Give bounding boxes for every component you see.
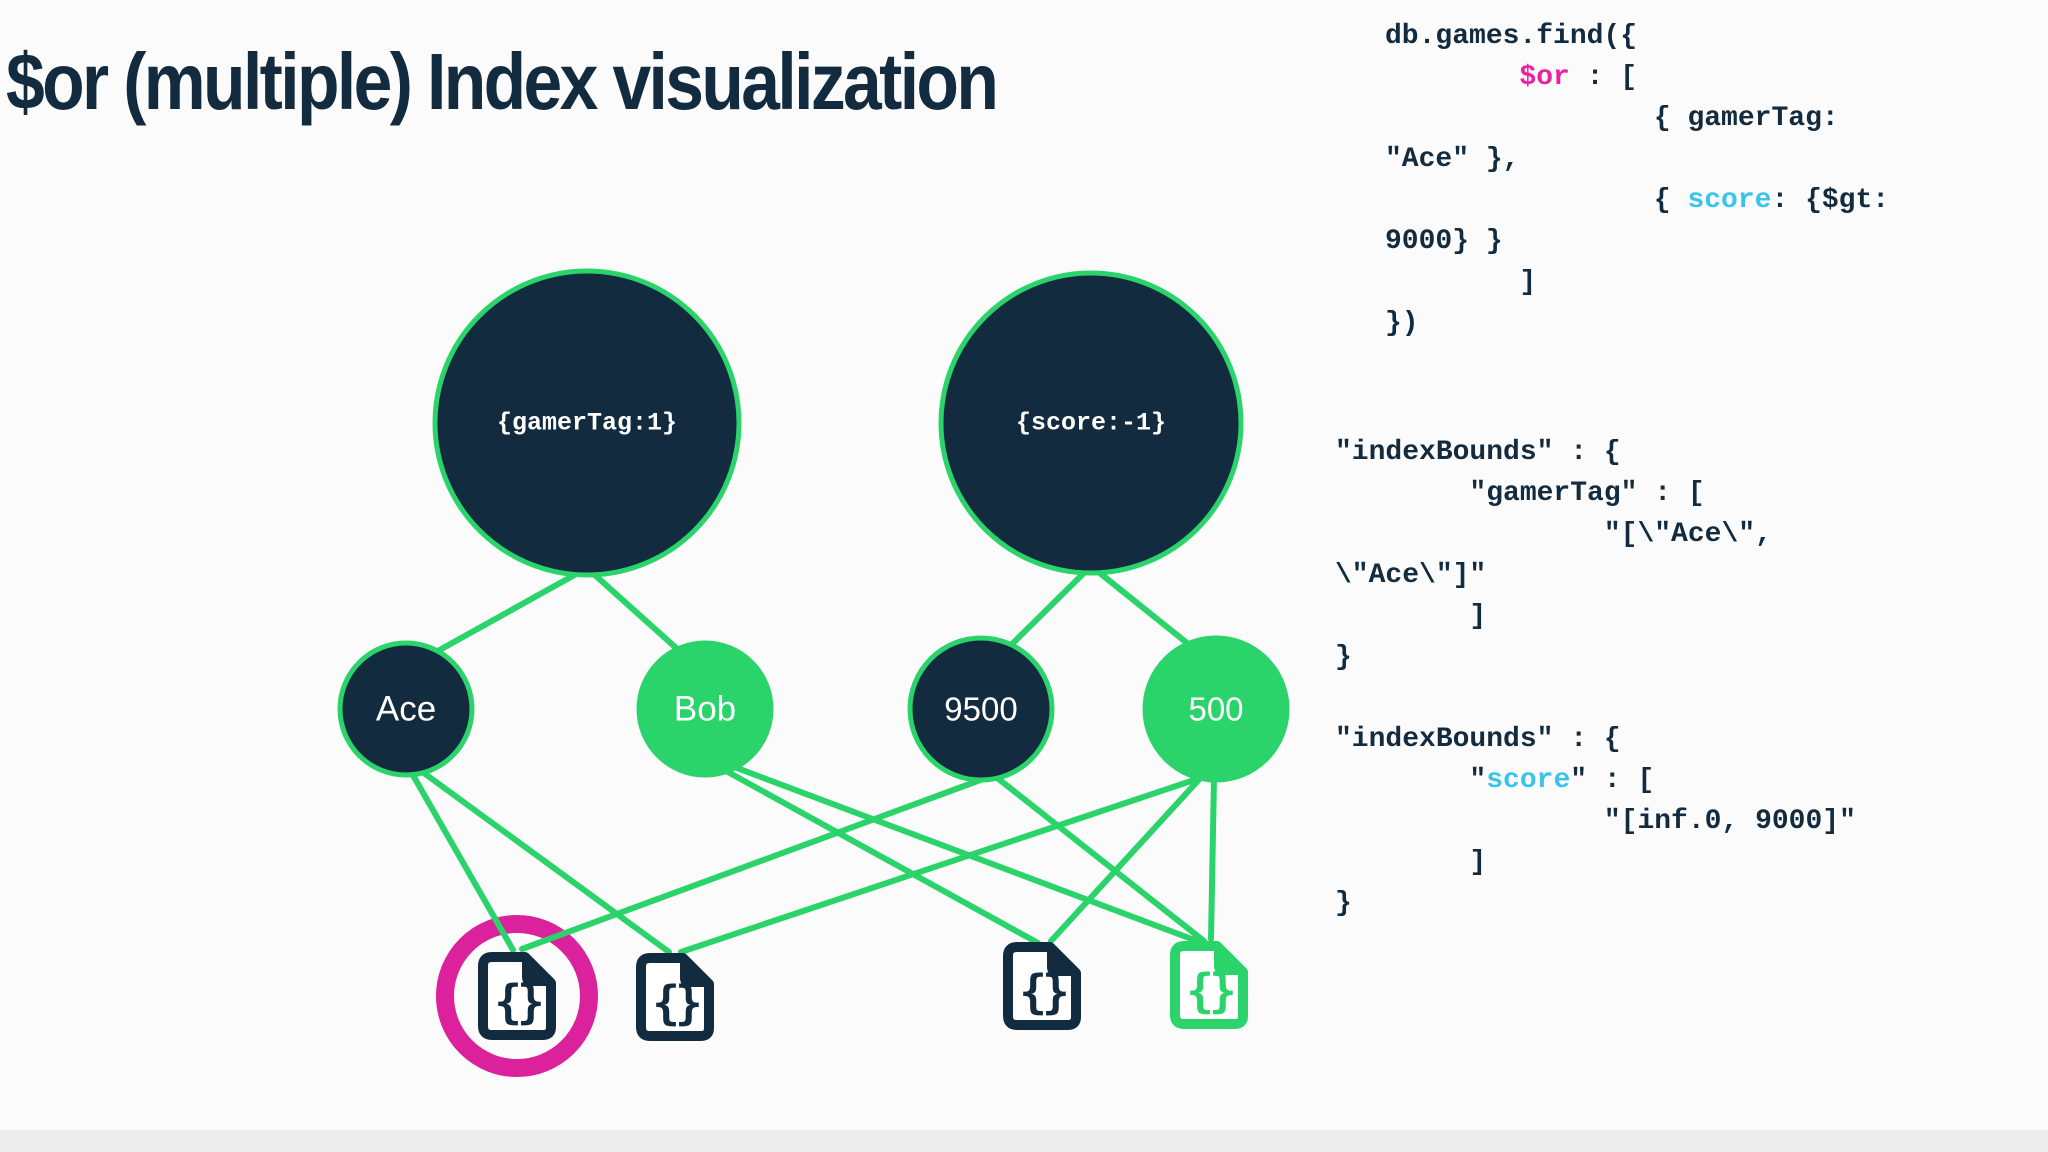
key-ace-label: Ace xyxy=(376,690,436,729)
key-9500-label: 9500 xyxy=(944,691,1017,728)
key-500-label: 500 xyxy=(1188,691,1243,728)
doc-braces-glyph: {} xyxy=(1186,964,1233,1018)
doc-braces-glyph: {} xyxy=(1019,965,1066,1019)
doc-braces-glyph: {} xyxy=(494,975,541,1029)
edge-9500-doc4 xyxy=(988,770,1207,944)
index-bounds-score-block: "indexBounds" : { "score" : [ "[inf.0, 9… xyxy=(1335,719,1856,924)
query-code: db.games.find({ $or : [ { gamerTag: "Ace… xyxy=(1385,21,1890,339)
json-document-icon-doc-4: {} xyxy=(1170,941,1248,1029)
index-bounds-score: "indexBounds" : { "score" : [ "[inf.0, 9… xyxy=(1335,724,1856,919)
highlight-ring xyxy=(436,915,598,1077)
edge-9500-doc1 xyxy=(519,772,997,952)
index-score-circle xyxy=(938,270,1244,576)
json-document-icon-doc-1: {} xyxy=(478,952,556,1040)
edge-500-doc3 xyxy=(1048,770,1208,944)
doc-braces-glyph: {} xyxy=(652,976,699,1030)
key-ace-circle xyxy=(337,640,475,778)
doc-fold xyxy=(522,954,554,986)
index-bounds-gamertag: "indexBounds" : { "gamerTag" : [ "[\"Ace… xyxy=(1335,437,1772,673)
index-gamertag-label: {gamerTag:1} xyxy=(497,409,677,438)
edge-bob-doc3 xyxy=(714,763,1041,946)
edge-gamertag-ace xyxy=(424,565,590,660)
key-9500-circle xyxy=(907,635,1055,783)
edge-500-doc2 xyxy=(678,772,1212,955)
index-gamertag-circle xyxy=(432,268,742,578)
edge-ace-doc1 xyxy=(407,767,516,953)
json-document-icon-doc-3: {} xyxy=(1003,942,1081,1030)
key-500-circle xyxy=(1142,635,1290,783)
page-title: $or (multiple) Index visualization xyxy=(6,37,999,126)
edge-gamertag-bob xyxy=(584,565,687,658)
index-bounds-gamertag-block: "indexBounds" : { "gamerTag" : [ "[\"Ace… xyxy=(1335,432,1772,678)
doc-fold xyxy=(1214,943,1246,975)
edge-bob-doc4 xyxy=(718,759,1200,944)
doc-fold xyxy=(1047,944,1079,976)
bottom-bar xyxy=(0,1130,2048,1152)
edge-ace-doc2 xyxy=(414,765,672,955)
doc-fold xyxy=(680,955,712,987)
key-bob-circle xyxy=(636,640,774,778)
index-score-label: {score:-1} xyxy=(1016,409,1166,438)
query-code-block: db.games.find({ $or : [ { gamerTag: "Ace… xyxy=(1385,16,1889,344)
json-document-icon-doc-2: {} xyxy=(636,953,714,1041)
edge-score-9500 xyxy=(1004,563,1094,652)
edge-score-500 xyxy=(1088,563,1200,654)
key-bob-label: Bob xyxy=(674,690,736,729)
edge-500-doc4 xyxy=(1208,775,1217,942)
